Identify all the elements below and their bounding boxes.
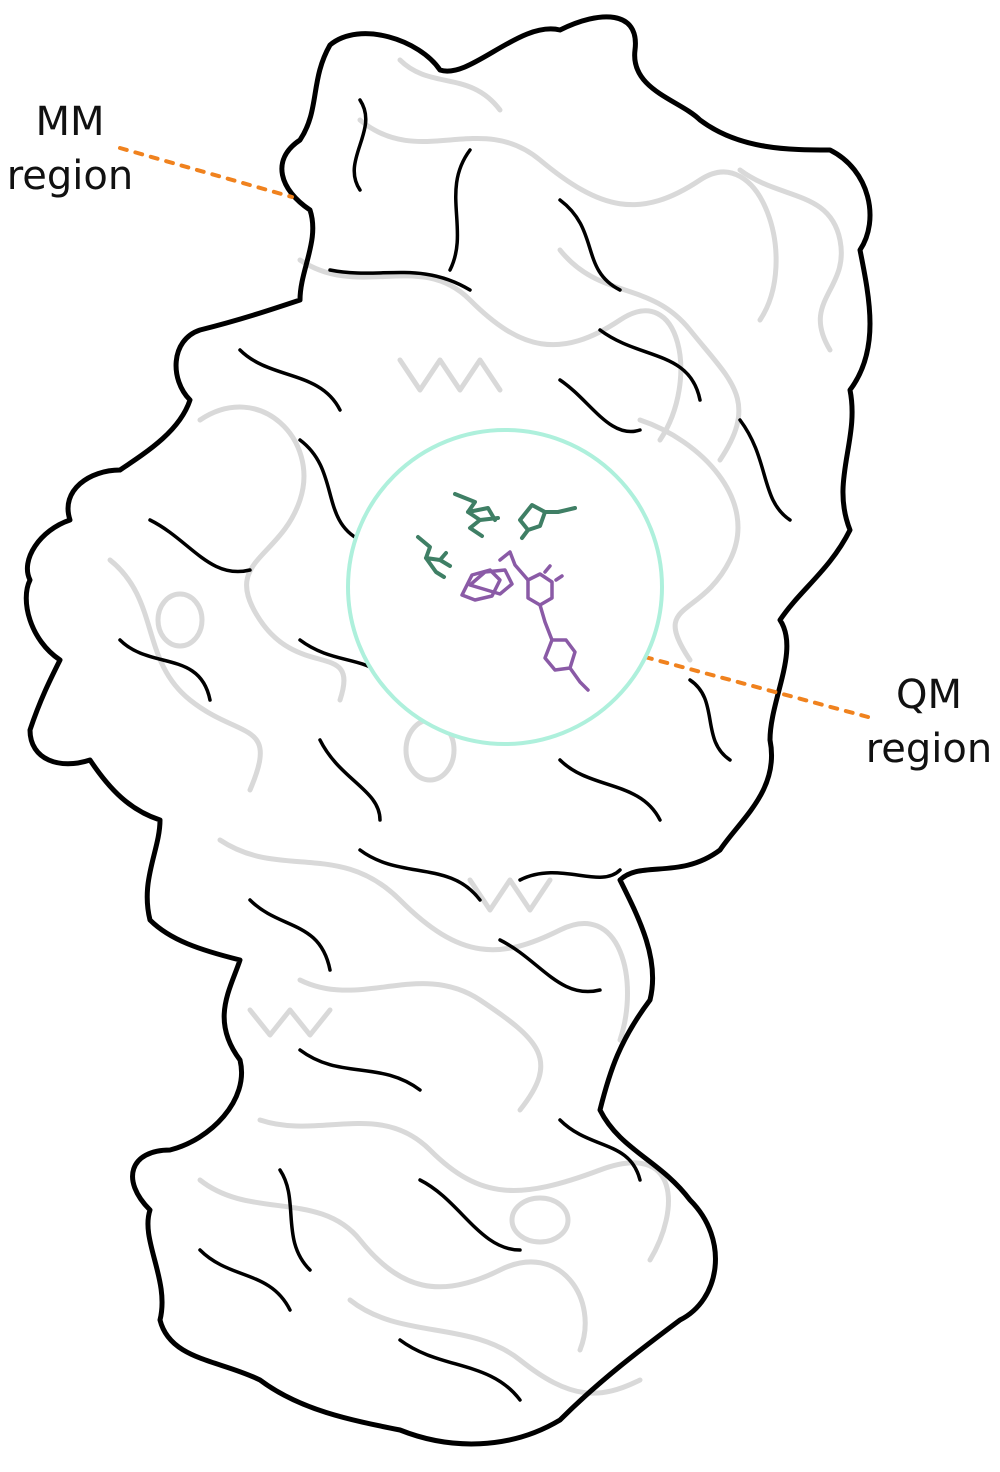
qm-residues [416, 492, 577, 579]
protein-surface [23, 14, 873, 1447]
residue-3 [416, 535, 452, 579]
mm-region-label: MM region [0, 95, 140, 203]
qm-region-label: QM region [858, 668, 1000, 776]
leader-lines [118, 146, 870, 719]
qm-leader-line [643, 655, 870, 719]
mm-label-line2: region [6, 153, 134, 199]
qm-ligand [460, 550, 590, 692]
qm-circle [346, 428, 664, 746]
residue-1 [453, 492, 500, 538]
protein-ribbon [107, 57, 844, 1396]
surface-creases [118, 98, 792, 1402]
residue-2 [518, 503, 577, 540]
qm-label-line1: QM [896, 672, 962, 718]
qm-label-line2: region [865, 726, 993, 772]
mm-label-line1: MM [35, 99, 105, 145]
mm-leader-line [118, 146, 294, 199]
